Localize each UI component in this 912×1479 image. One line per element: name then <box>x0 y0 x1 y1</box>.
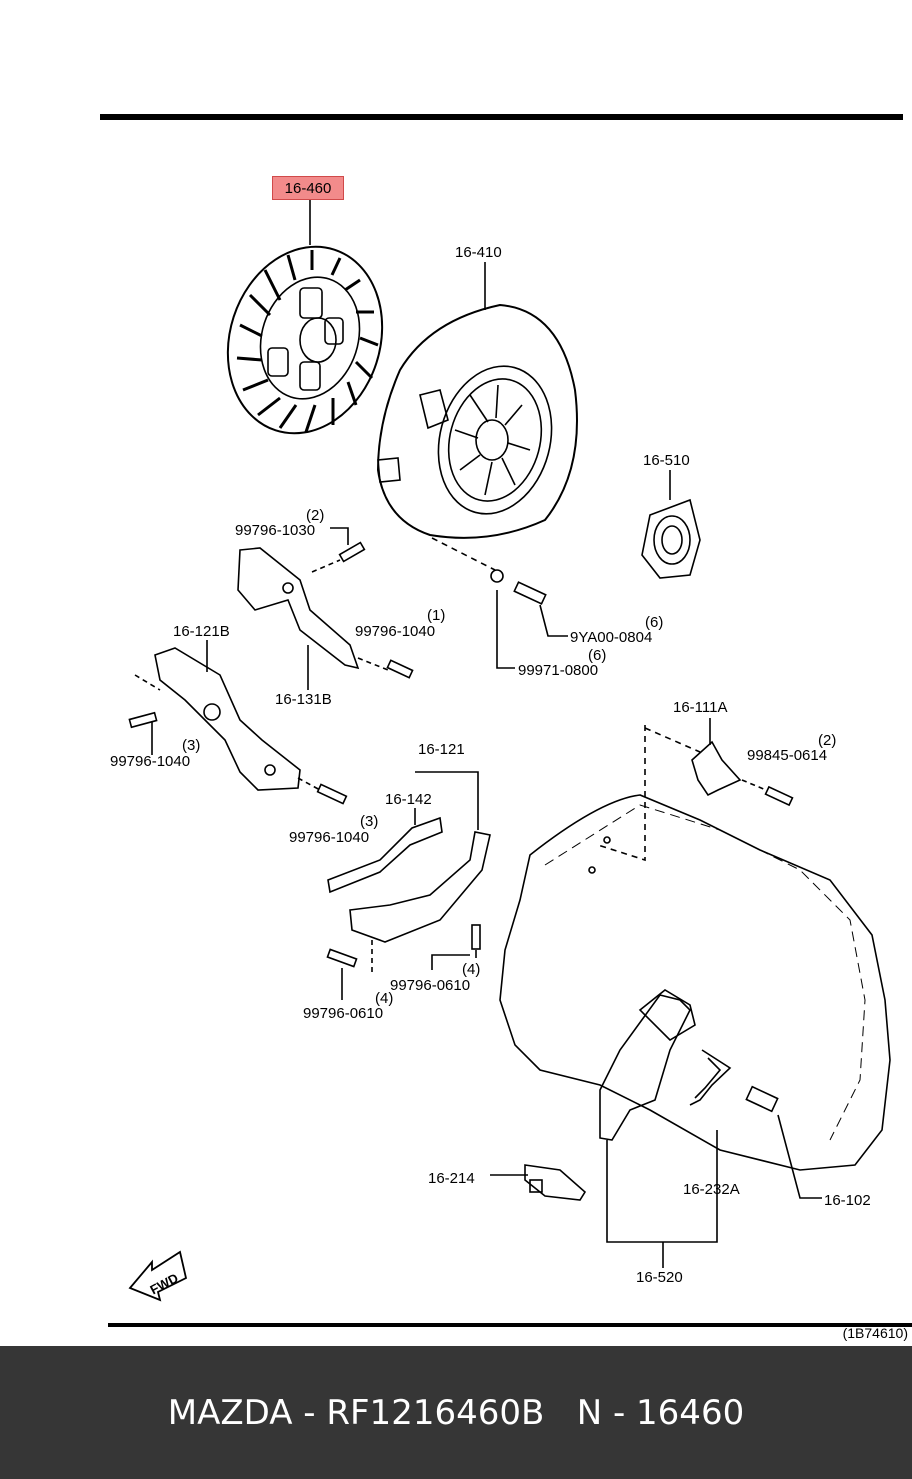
label-99971-0800: 99971-0800 <box>518 662 598 679</box>
dust-cover-16-142[interactable] <box>327 808 443 894</box>
fwd-arrow-icon <box>128 1250 188 1302</box>
spring-16-232A[interactable] <box>689 1049 732 1106</box>
label-16-510: 16-510 <box>643 452 690 469</box>
bolt-9YA00-0804[interactable] <box>513 581 568 637</box>
label-qty-3a: (3) <box>182 737 200 754</box>
label-16-121B: 16-121B <box>173 623 230 640</box>
label-qty-2b: (2) <box>818 732 836 749</box>
footer-part-number: MAZDA - RF1216460B N - 16460 <box>0 1346 912 1479</box>
diagram-code: (1B74610) <box>842 1325 908 1341</box>
bracket-16-111A[interactable] <box>644 718 794 807</box>
label-qty-4b: (4) <box>375 990 393 1007</box>
label-16-410: 16-410 <box>455 244 502 261</box>
label-16-214: 16-214 <box>428 1170 475 1187</box>
label-16-121: 16-121 <box>418 741 465 758</box>
label-qty-6a: (6) <box>645 614 663 631</box>
bottom-rule <box>108 1323 912 1327</box>
bracket-16-121B[interactable] <box>128 640 348 805</box>
label-9YA00-0804: 9YA00-0804 <box>570 629 652 646</box>
label-99796-1040c: 99796-1040 <box>289 829 369 846</box>
bolt-99796-1030[interactable] <box>311 527 366 573</box>
label-16-102: 16-102 <box>824 1192 871 1209</box>
label-16-131B: 16-131B <box>275 691 332 708</box>
clutch-cover[interactable] <box>376 262 578 571</box>
shim-16-214[interactable] <box>490 1164 587 1201</box>
label-99796-1030: 99796-1030 <box>235 522 315 539</box>
label-qty-1: (1) <box>427 607 445 624</box>
label-qty-4a: (4) <box>462 961 480 978</box>
bracket-16-131B[interactable] <box>237 547 414 690</box>
label-16-232A: 16-232A <box>683 1181 740 1198</box>
label-qty-3b: (3) <box>360 813 378 830</box>
transmission-case <box>499 725 891 1171</box>
highlighted-part-label[interactable]: 16-460 <box>272 176 344 200</box>
label-99796-1040b: 99796-1040 <box>110 753 190 770</box>
release-fork[interactable] <box>599 989 718 1268</box>
label-16-111A: 16-111A <box>673 699 728 716</box>
label-99796-0610b: 99796-0610 <box>303 1005 383 1022</box>
label-qty-2a: (2) <box>306 507 324 524</box>
fwd-label: FWD <box>148 1270 181 1297</box>
release-bearing[interactable] <box>641 470 701 579</box>
pivot-16-102[interactable] <box>745 1085 822 1199</box>
label-16-142: 16-142 <box>385 791 432 808</box>
washer-99971-0800[interactable] <box>490 569 515 669</box>
top-rule <box>100 114 903 120</box>
label-99796-1040a: 99796-1040 <box>355 623 435 640</box>
dust-cover-16-121[interactable] <box>326 771 491 1000</box>
label-99845-0614: 99845-0614 <box>747 747 827 764</box>
label-16-520: 16-520 <box>636 1269 683 1286</box>
label-qty-6b: (6) <box>588 647 606 664</box>
parts-diagram: 16-410 16-510 (2) 99796-1030 (1) 99796-1… <box>110 200 891 1302</box>
label-99796-0610a: 99796-0610 <box>390 977 470 994</box>
clutch-disc[interactable] <box>204 200 405 454</box>
